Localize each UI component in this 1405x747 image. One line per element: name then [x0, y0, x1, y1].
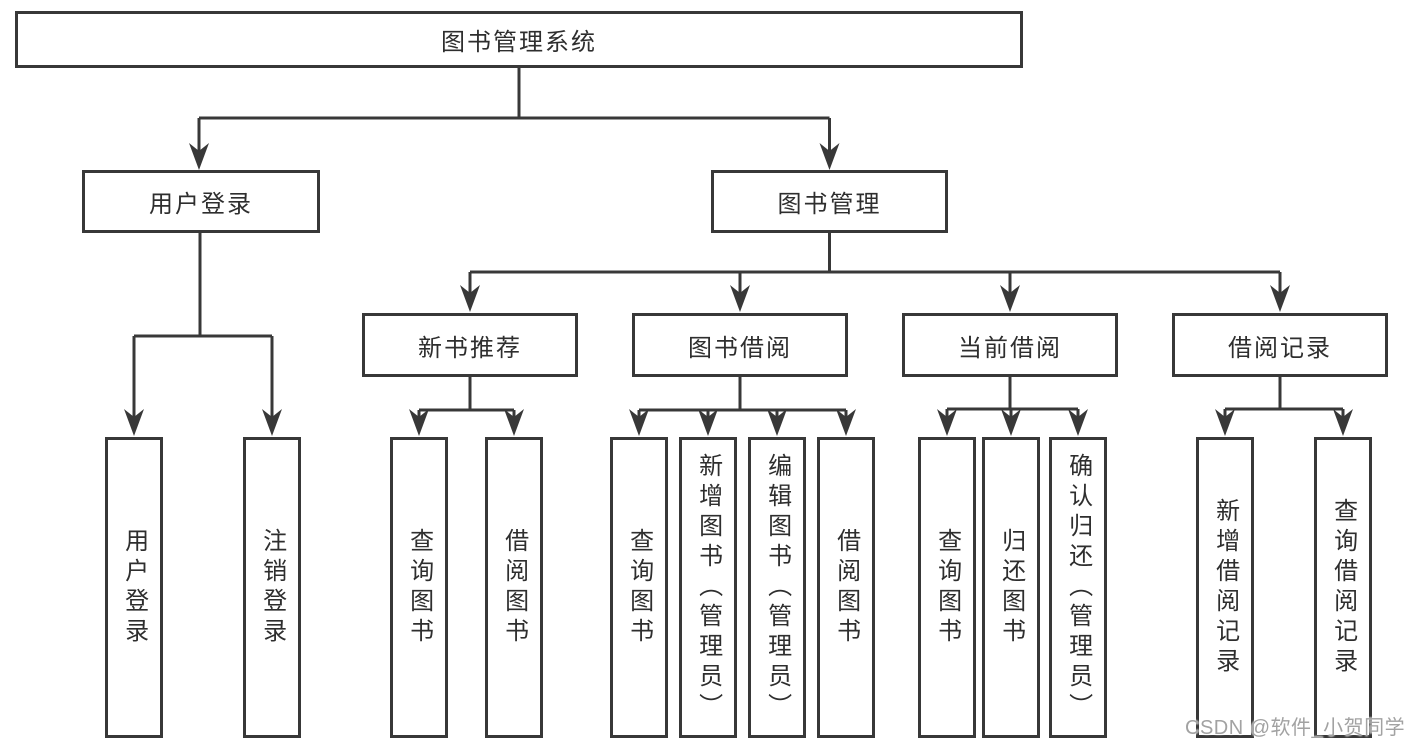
node-borrow-record-label: 借阅记录: [1228, 334, 1332, 362]
arrowhead-icon: [124, 409, 144, 436]
leaf-add-borrow-record-label: 新增借阅记录: [1211, 497, 1239, 678]
leaf-confirm-return-admin-label: 确认归还（管理员）: [1064, 452, 1092, 723]
node-book-borrow: 图书借阅: [632, 313, 848, 377]
node-book-borrow-label: 图书借阅: [688, 334, 792, 362]
leaf-confirm-return-admin: 确认归还（管理员）: [1049, 437, 1107, 738]
arrowhead-icon: [937, 409, 957, 436]
arrowhead-icon: [1215, 409, 1235, 436]
arrowhead-icon: [1068, 409, 1088, 436]
arrowhead-icon: [698, 409, 718, 436]
leaf-query-book-current: 查询图书: [918, 437, 976, 738]
arrowhead-icon: [767, 409, 787, 436]
leaf-add-book-admin-label: 新增图书（管理员）: [694, 452, 722, 723]
node-user-login-label: 用户登录: [149, 191, 253, 218]
arrowhead-icon: [189, 143, 209, 170]
leaf-logout: 注销登录: [243, 437, 301, 738]
leaf-borrow-book-recommend-label: 借阅图书: [500, 527, 528, 648]
node-borrow-record: 借阅记录: [1172, 313, 1388, 377]
leaf-edit-book-admin: 编辑图书（管理员）: [748, 437, 806, 738]
leaf-query-book-recommend-label: 查询图书: [405, 527, 433, 648]
arrowhead-icon: [1001, 409, 1021, 436]
leaf-borrow-book: 借阅图书: [817, 437, 875, 738]
connector-root: [189, 68, 840, 170]
arrowhead-icon: [836, 409, 856, 436]
arrowhead-icon: [460, 285, 480, 312]
leaf-return-book: 归还图书: [982, 437, 1040, 738]
node-book-management: 图书管理: [711, 170, 948, 233]
leaf-user-login-label: 用户登录: [120, 527, 148, 648]
leaf-query-borrow-record-label: 查询借阅记录: [1329, 497, 1357, 678]
leaf-query-borrow-record: 查询借阅记录: [1314, 437, 1372, 738]
csdn-watermark: CSDN @软件_小贺同学: [1185, 717, 1405, 739]
leaf-edit-book-admin-label: 编辑图书（管理员）: [763, 452, 791, 723]
node-new-book-recommend: 新书推荐: [362, 313, 578, 377]
connector-user-login: [124, 231, 282, 436]
node-current-borrow: 当前借阅: [902, 313, 1118, 377]
leaf-query-book-current-label: 查询图书: [933, 527, 961, 648]
leaf-return-book-label: 归还图书: [997, 527, 1025, 648]
leaf-add-book-admin: 新增图书（管理员）: [679, 437, 737, 738]
connector-book-borrow: [629, 375, 856, 436]
leaf-borrow-book-label: 借阅图书: [832, 527, 860, 648]
arrowhead-icon: [629, 409, 649, 436]
arrowhead-icon: [1270, 285, 1290, 312]
leaf-borrow-book-recommend: 借阅图书: [485, 437, 543, 738]
arrowhead-icon: [730, 285, 750, 312]
node-current-borrow-label: 当前借阅: [958, 334, 1062, 362]
leaf-query-book-recommend: 查询图书: [390, 437, 448, 738]
leaf-user-login: 用户登录: [105, 437, 163, 738]
connector-borrow-record: [1215, 375, 1353, 436]
node-book-management-label: 图书管理: [777, 191, 882, 218]
leaf-query-book-borrow: 查询图书: [610, 437, 668, 738]
arrowhead-icon: [262, 409, 282, 436]
arrowhead-icon: [1333, 409, 1353, 436]
arrowhead-icon: [504, 409, 524, 436]
arrowhead-icon: [409, 409, 429, 436]
node-new-book-recommend-label: 新书推荐: [418, 334, 522, 362]
leaf-logout-label: 注销登录: [258, 527, 286, 648]
connector-new-book-recommend: [409, 375, 524, 436]
connector-current-borrow: [937, 375, 1088, 436]
node-root: 图书管理系统: [15, 11, 1023, 68]
leaf-add-borrow-record: 新增借阅记录: [1196, 437, 1254, 738]
node-root-label: 图书管理系统: [441, 29, 597, 56]
arrowhead-icon: [819, 143, 840, 170]
arrowhead-icon: [1000, 285, 1020, 312]
leaf-query-book-borrow-label: 查询图书: [625, 527, 653, 648]
node-user-login: 用户登录: [82, 170, 320, 233]
connector-book-management: [460, 231, 1290, 312]
